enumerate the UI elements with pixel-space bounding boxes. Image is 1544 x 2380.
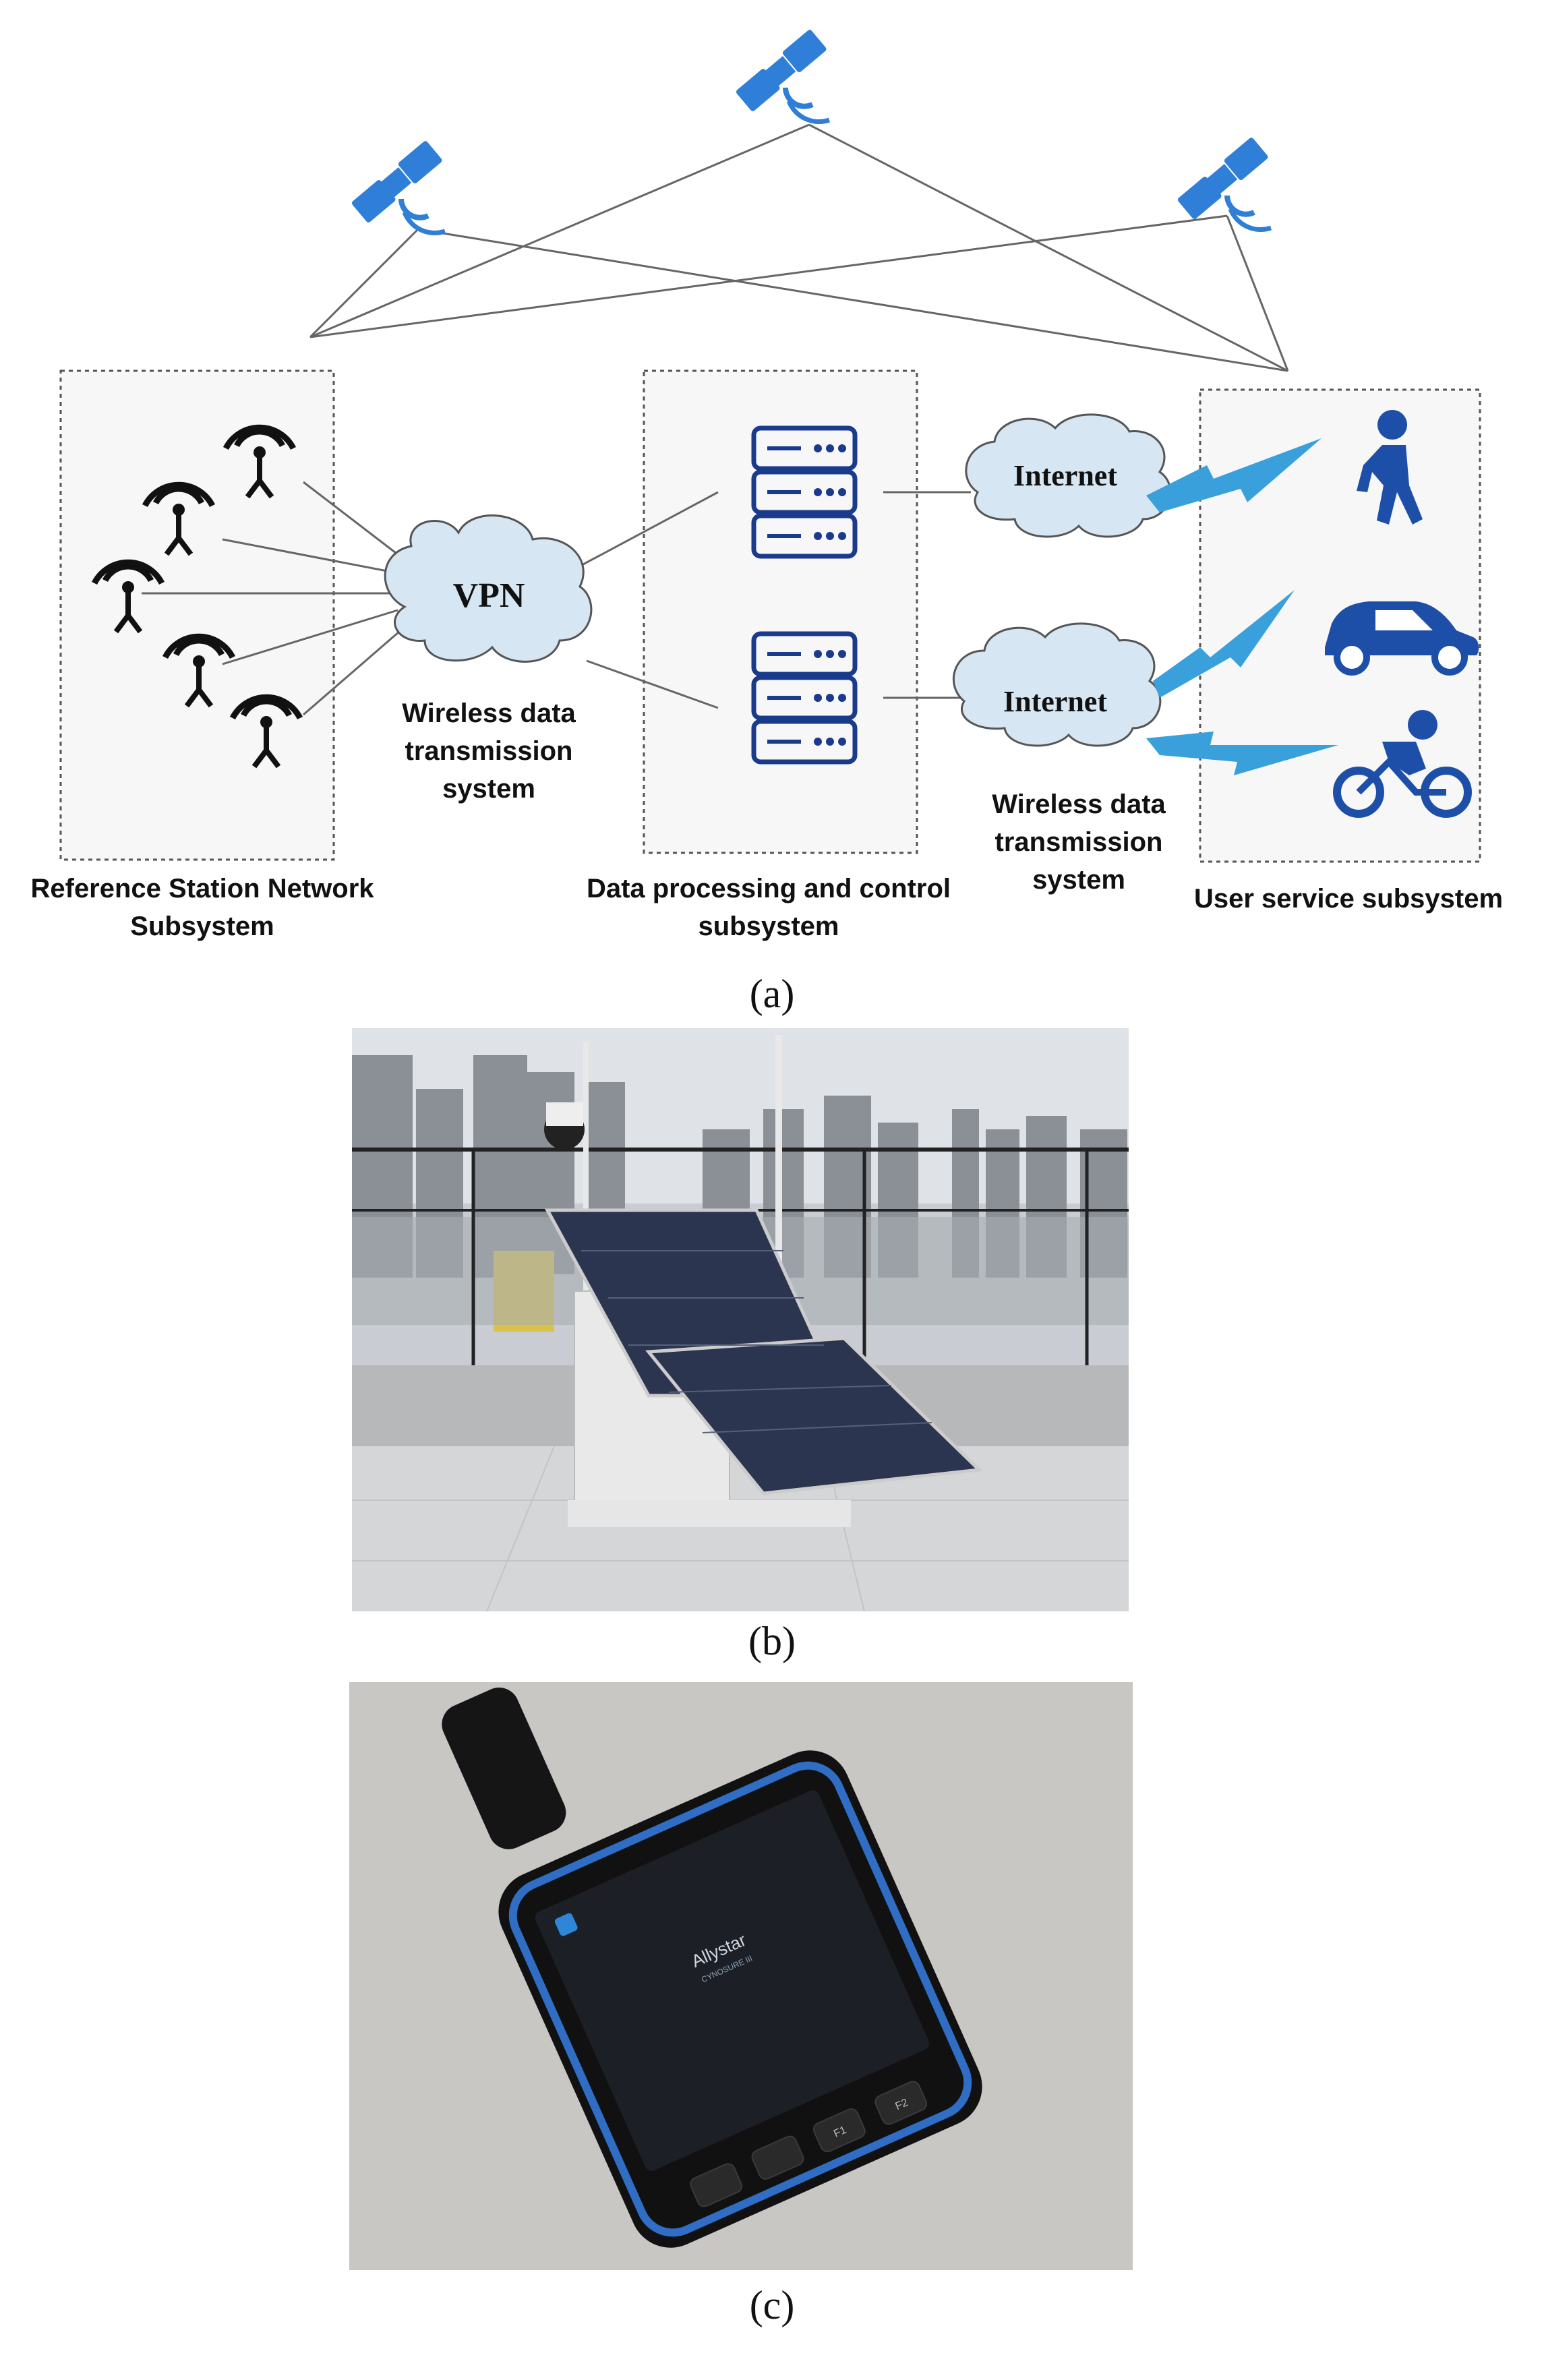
caption-a: (a) bbox=[749, 972, 795, 1016]
cyclist-icon bbox=[1333, 710, 1472, 818]
caption-c: (c) bbox=[749, 2283, 795, 2327]
caption-b: (b) bbox=[748, 1619, 796, 1663]
reference-station-label: Reference Station Network Subsystem bbox=[30, 874, 374, 941]
internet-bottom-label: Internet bbox=[1003, 685, 1107, 718]
button-f1-label: F1 bbox=[832, 2124, 848, 2140]
data-processing-box bbox=[643, 369, 918, 854]
user-receiver-photo: Allystar CYNOSURE III F1 F2 bbox=[349, 1682, 1133, 2270]
internet-cloud-top: Internet bbox=[965, 413, 1172, 538]
internet-top-label: Internet bbox=[1013, 459, 1117, 492]
button-f2-label: F2 bbox=[893, 2097, 910, 2112]
vpn-cloud: VPN bbox=[384, 514, 593, 663]
satellite-icon bbox=[351, 140, 445, 233]
internet-cloud-bottom: Internet bbox=[952, 622, 1162, 747]
car-icon bbox=[1325, 601, 1479, 676]
reference-station-photo bbox=[352, 1028, 1129, 1611]
station-links bbox=[142, 481, 971, 716]
receiver-antenna bbox=[442, 1688, 566, 1849]
wireless-bolt-icon bbox=[1153, 590, 1295, 698]
system-architecture-diagram: VPN Internet Internet bbox=[59, 0, 1481, 863]
data-processing-label: Data processing and control subsystem bbox=[586, 874, 951, 941]
vpn-label: VPN bbox=[453, 576, 525, 615]
wireless-label-left: Wireless data transmission system bbox=[402, 698, 576, 804]
pedestrian-icon bbox=[1357, 410, 1423, 525]
app-logo-icon bbox=[554, 1913, 578, 1936]
satellite-links bbox=[309, 123, 1289, 372]
user-service-label: User service subsystem bbox=[1193, 884, 1504, 914]
wireless-bolt-icon bbox=[1146, 438, 1322, 512]
reference-station-box bbox=[59, 369, 335, 861]
satellite-icon bbox=[735, 29, 829, 122]
wireless-bolt-icon bbox=[1146, 732, 1338, 775]
receiver-screen bbox=[535, 1790, 930, 2171]
wireless-label-right: Wireless data transmission system bbox=[992, 790, 1166, 895]
